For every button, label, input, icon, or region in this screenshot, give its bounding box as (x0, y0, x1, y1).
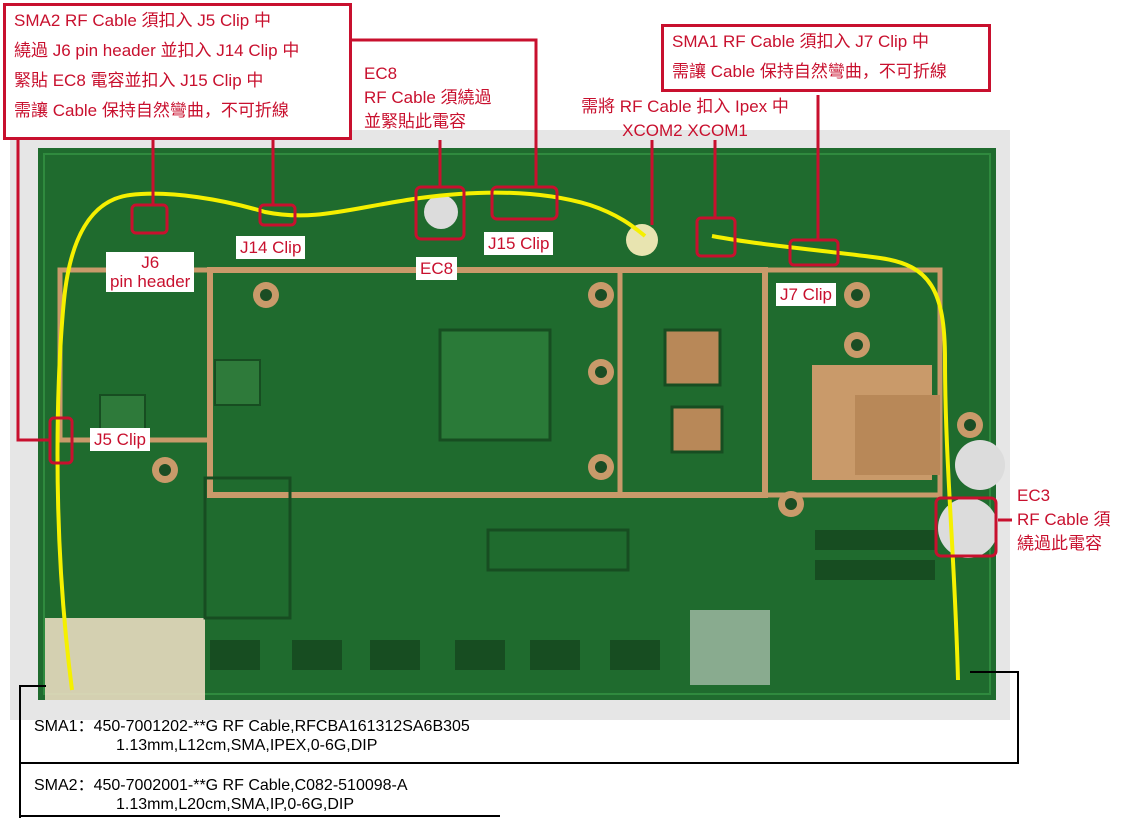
sma2-step-2: 繞過 J6 pin header 並扣入 J14 Clip 中 (14, 41, 300, 60)
spec-leader-lines (19, 671, 1019, 818)
sma1-spec-line1: SMA1：450-7001202-**G RF Cable,RFCBA16131… (34, 718, 470, 735)
sma1-step-2: 需讓 Cable 保持自然彎曲，不可折線 (672, 62, 947, 81)
sma2-spec-line1: SMA2：450-7002001-**G RF Cable,C082-51009… (34, 777, 408, 794)
sma2-cable (55, 190, 647, 691)
ipex-note: 需將 RF Cable 扣入 Ipex 中 XCOM2 XCOM1 (581, 97, 789, 140)
sma2-spec: SMA2：450-7002001-**G RF Cable,C082-51009… (34, 776, 408, 814)
leader-lines (16, 38, 1012, 522)
soc-chip (438, 328, 552, 442)
sma1-instructions-box: SMA1 RF Cable 須扣入 J7 Clip 中 需讓 Cable 保持自… (661, 24, 991, 92)
ec8-capacitor (424, 195, 458, 229)
ec8-label: EC8 (416, 257, 458, 280)
sma1-cable (711, 234, 960, 681)
sma1-spec: SMA1：450-7001202-**G RF Cable,RFCBA16131… (34, 717, 470, 755)
ipex-connector (626, 224, 658, 256)
white-component (690, 610, 770, 685)
sma1-step-1: SMA1 RF Cable 須扣入 J7 Clip 中 (672, 32, 929, 51)
j7-clip-label: J7 Clip (776, 283, 836, 306)
sma2-step-4: 需讓 Cable 保持自然彎曲，不可折線 (14, 101, 289, 120)
ec8-note: EC8 RF Cable 須繞過 並緊貼此電容 (364, 64, 492, 131)
ec3-note: EC3 RF Cable 須 繞過此電容 (1017, 486, 1111, 553)
j5-clip-label: J5 Clip (90, 428, 150, 451)
sma2-step-1: SMA2 RF Cable 須扣入 J5 Clip 中 (14, 11, 271, 30)
j15-clip-label: J15 Clip (484, 232, 554, 255)
j14-clip-label: J14 Clip (236, 236, 306, 259)
j6-label: J6 pin header (106, 252, 195, 292)
sma1-spec-line2: 1.13mm,L12cm,SMA,IPEX,0-6G,DIP (116, 737, 378, 754)
ec3-capacitor (938, 498, 998, 558)
sma2-spec-line2: 1.13mm,L20cm,SMA,IP,0-6G,DIP (116, 796, 355, 813)
sma2-instructions-box: SMA2 RF Cable 須扣入 J5 Clip 中 繞過 J6 pin he… (3, 3, 352, 140)
sma2-step-3: 緊貼 EC8 電容並扣入 J15 Clip 中 (14, 71, 264, 90)
component-markers (48, 185, 998, 558)
